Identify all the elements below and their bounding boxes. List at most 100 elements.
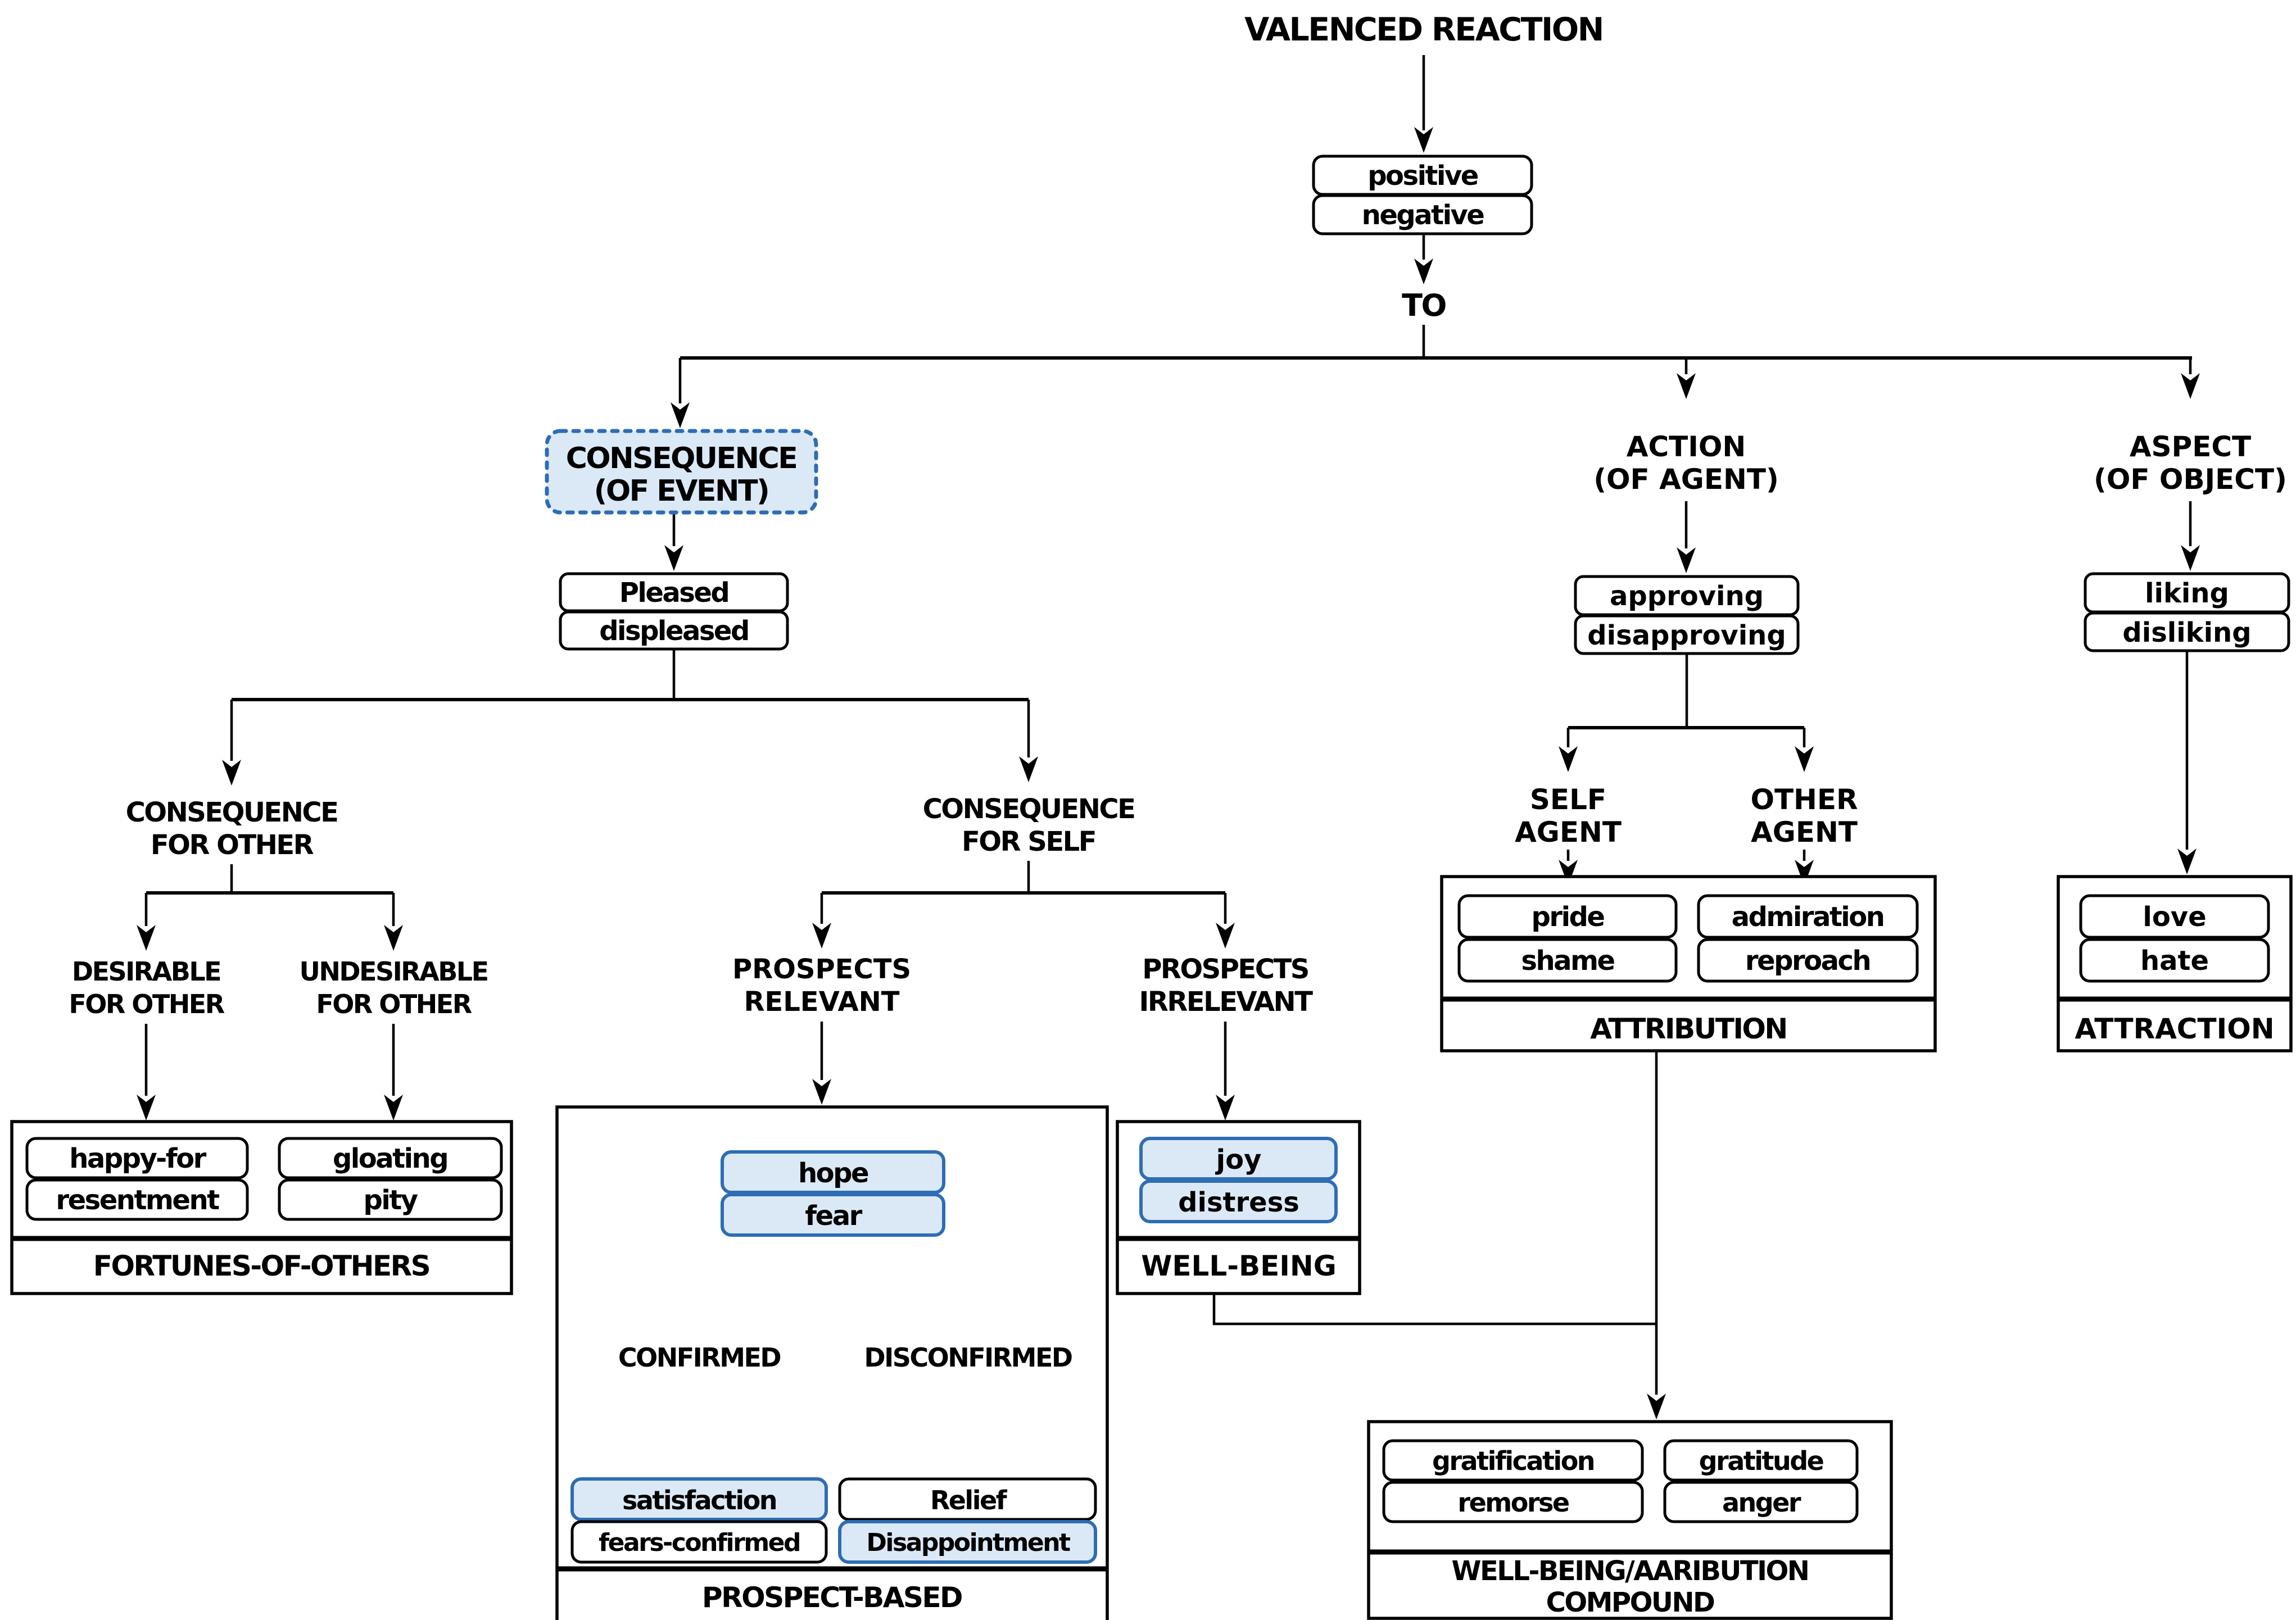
arrow-happy-for — [137, 1095, 156, 1120]
node-hate — [2079, 938, 2270, 983]
conseq-other-line1: CONSEQUENCE — [126, 797, 338, 828]
node-joy — [1139, 1137, 1338, 1181]
wellbeing-group-label: WELL-BEING — [1141, 1250, 1337, 1282]
distress-label: distress — [1178, 1187, 1299, 1218]
liking-label: liking — [2145, 578, 2229, 609]
node-shame — [1457, 938, 1678, 983]
conseq-other-line2: FOR OTHER — [151, 829, 314, 861]
approving-label: approving — [1610, 580, 1764, 612]
love-label: love — [2143, 901, 2206, 933]
consequence-event-line2: (OF EVENT) — [594, 474, 769, 508]
aspect-line1: ASPECT — [2130, 430, 2251, 463]
node-gloating — [278, 1137, 503, 1179]
joy-label: joy — [1215, 1144, 1262, 1176]
undesirable-line1: UNDESIRABLE — [299, 956, 487, 987]
disliking-label: disliking — [2122, 617, 2251, 648]
disapproving-label: disapproving — [1587, 620, 1786, 651]
arrow-consequence-event — [671, 402, 690, 428]
fear-label: fear — [805, 1200, 862, 1232]
prospects-relevant-line2: RELEVANT — [744, 986, 899, 1018]
arrow-aspect — [2181, 373, 2200, 399]
arrow-undesirable — [384, 925, 403, 951]
arrow-hope-group — [812, 1079, 831, 1105]
consequence-event-line1: CONSEQUENCE — [566, 442, 797, 475]
action-line2: (OF AGENT) — [1593, 463, 1779, 496]
arrow-prospects-irrelevant — [1216, 923, 1235, 949]
prospects-irrelevant-line2: IRRELEVANT — [1139, 986, 1314, 1018]
node-admiration — [1697, 894, 1919, 939]
happy-for-label: happy-for — [69, 1143, 206, 1174]
node-gratification — [1382, 1439, 1644, 1482]
arrow-joy-group — [1216, 1095, 1235, 1120]
group-well-being: joy distress WELL-BEING — [1116, 1120, 1361, 1295]
node-gratitude — [1663, 1439, 1859, 1482]
attraction-group-label: ATTRACTION — [2075, 1013, 2274, 1045]
node-anger — [1663, 1481, 1859, 1523]
reproach-label: reproach — [1745, 945, 1870, 977]
remorse-label: remorse — [1457, 1487, 1568, 1518]
compound-group-label-line2: COMPOUND — [1546, 1587, 1714, 1618]
arrow-action — [1677, 373, 1696, 399]
node-fears-confirmed — [570, 1520, 828, 1564]
displeased-label: displeased — [599, 615, 749, 647]
node-distress — [1139, 1179, 1338, 1223]
arrow-liking — [2181, 545, 2200, 571]
fortunes-group-label: FORTUNES-OF-OTHERS — [93, 1250, 429, 1282]
group-fortunes-of-others: happy-for resentment gloating pity FORTU… — [10, 1120, 513, 1295]
group-attraction: love hate ATTRACTION — [2057, 875, 2293, 1052]
arrow-to — [1414, 258, 1433, 284]
attribution-group-label: ATTRIBUTION — [1590, 1013, 1787, 1045]
disappointment-label: Disappointment — [866, 1528, 1071, 1557]
node-satisfaction — [570, 1477, 828, 1521]
node-love — [2079, 894, 2270, 939]
disconfirmed-label: DISCONFIRMED — [864, 1342, 1071, 1373]
node-disliking — [2084, 611, 2290, 652]
fears-confirmed-label: fears-confirmed — [599, 1528, 800, 1557]
arrow-love — [2177, 848, 2197, 874]
edge-wellbeing-elbow — [1212, 1294, 1656, 1326]
arrow-conseq-other — [222, 760, 241, 786]
node-resentment — [25, 1178, 249, 1221]
self-agent-line2: AGENT — [1515, 816, 1622, 848]
node-happy-for — [25, 1137, 249, 1179]
node-fear — [721, 1193, 945, 1237]
other-agent-line1: OTHER — [1750, 783, 1858, 816]
arrow-prospects-relevant — [812, 923, 831, 949]
conseq-self-line1: CONSEQUENCE — [923, 793, 1135, 825]
gratification-label: gratification — [1432, 1446, 1594, 1476]
node-disapproving — [1574, 614, 1800, 655]
pride-label: pride — [1532, 901, 1605, 933]
compound-group-label-line1: WELL-BEING/AARIBUTION — [1452, 1555, 1809, 1587]
group-prospect-based: hope fear CONFIRMED DISCONFIRMED satisfa… — [555, 1105, 1109, 1620]
negative-label: negative — [1362, 199, 1484, 231]
anger-label: anger — [1722, 1487, 1801, 1518]
confirmed-label: CONFIRMED — [618, 1342, 781, 1373]
hope-label: hope — [798, 1158, 868, 1189]
undesirable-line2: FOR OTHER — [316, 989, 472, 1019]
arrow-pleased — [664, 545, 683, 571]
positive-label: positive — [1367, 160, 1478, 192]
arrow-valence — [1414, 127, 1433, 153]
to-label: TO — [1402, 288, 1446, 323]
action-line1: ACTION — [1627, 430, 1746, 463]
arrow-approving — [1677, 547, 1696, 573]
arrow-gloating — [384, 1095, 403, 1120]
desirable-line2: FOR OTHER — [69, 989, 224, 1019]
arrow-compound — [1647, 1394, 1666, 1419]
gloating-label: gloating — [333, 1143, 447, 1174]
self-agent-line1: SELF — [1530, 783, 1606, 816]
arrow-other-agent — [1795, 746, 1814, 772]
node-reproach — [1697, 938, 1919, 983]
node-disappointment — [838, 1520, 1097, 1564]
desirable-line1: DESIRABLE — [72, 956, 220, 987]
relief-label: Relief — [930, 1485, 1008, 1515]
node-relief — [838, 1477, 1097, 1521]
prospects-irrelevant-line1: PROSPECTS — [1142, 954, 1308, 985]
other-agent-line2: AGENT — [1751, 816, 1858, 848]
node-negative — [1312, 194, 1533, 235]
arrow-desirable — [137, 925, 156, 951]
diagram-title: VALENCED REACTION — [1244, 11, 1603, 48]
hate-label: hate — [2140, 945, 2209, 977]
